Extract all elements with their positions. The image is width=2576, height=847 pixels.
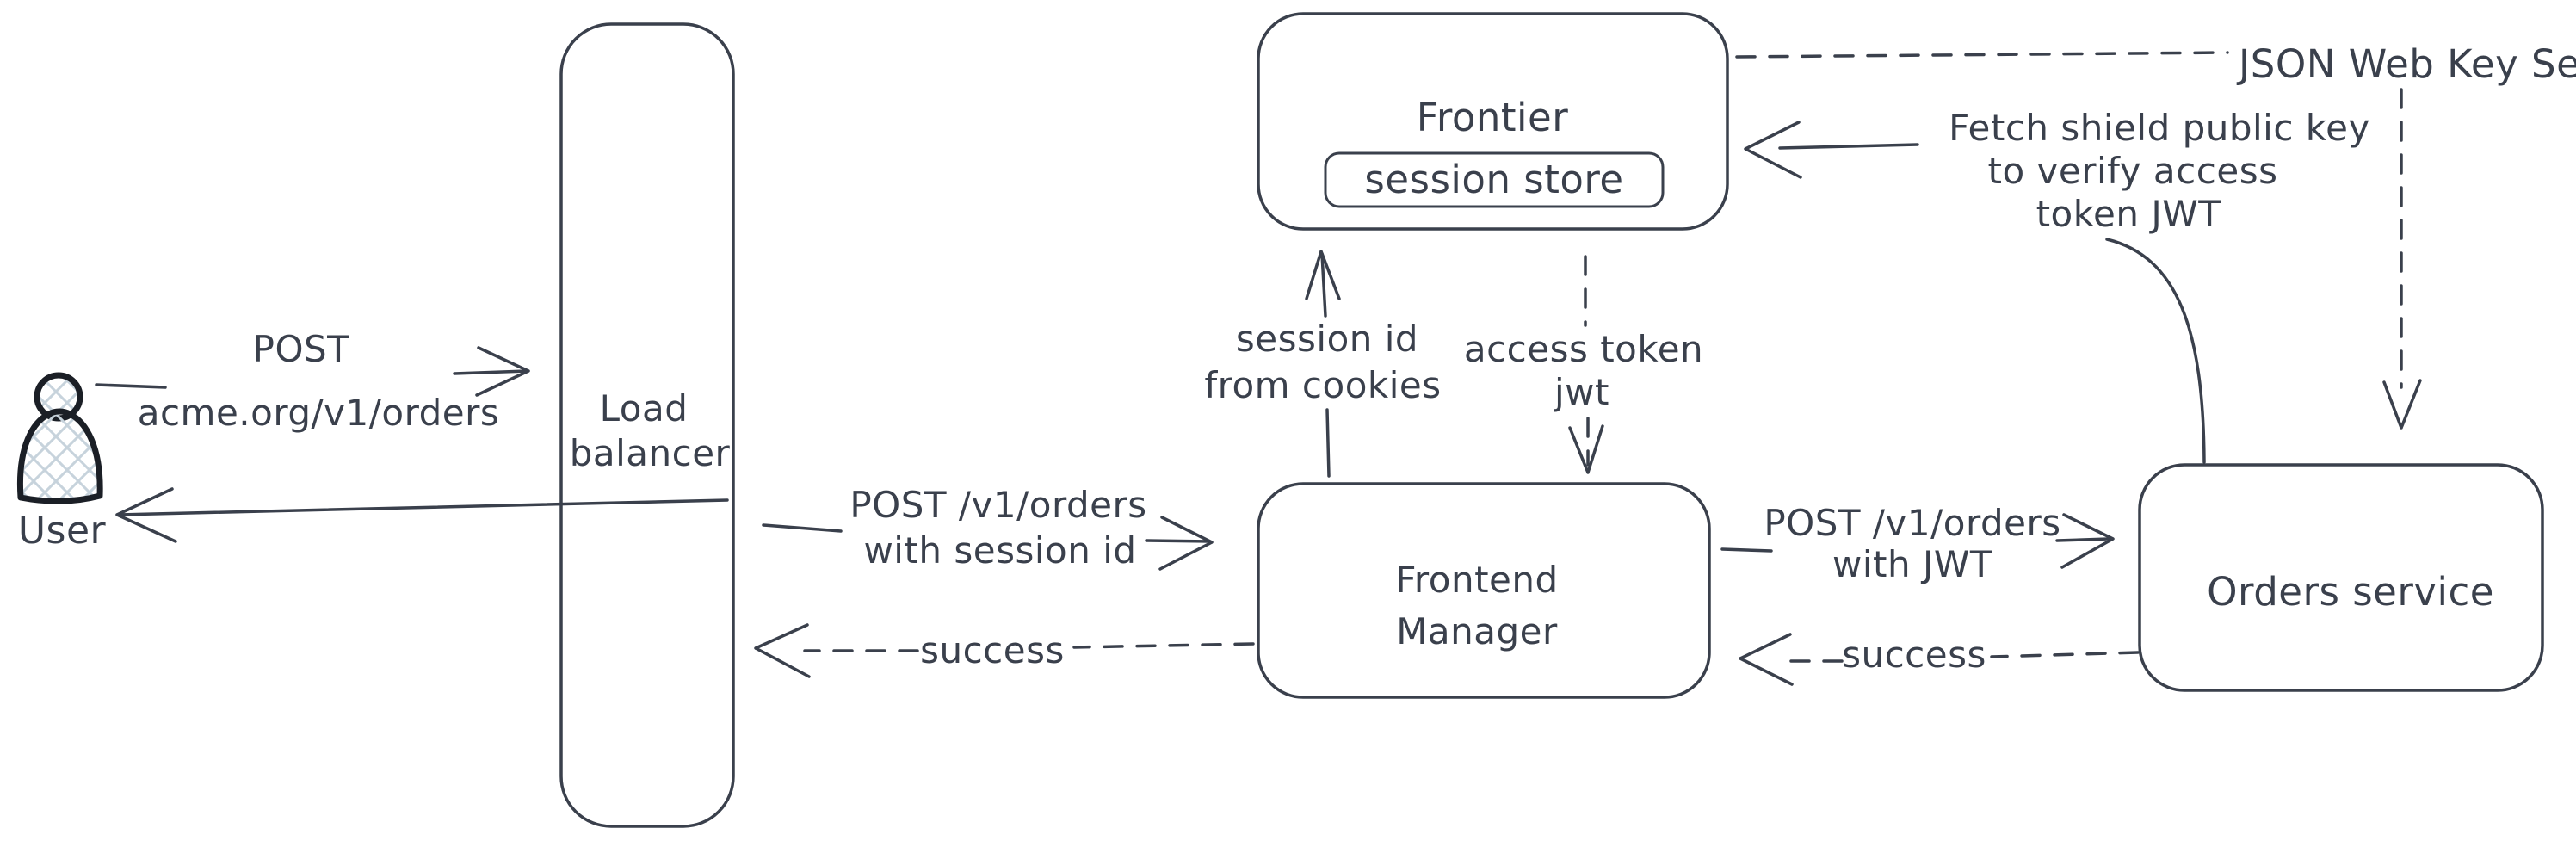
edge-label-fetch-key-line3: token JWT: [2036, 193, 2221, 235]
orders-service-label: Orders service: [2207, 569, 2494, 615]
arrow-orders-to-frontier-curve: [2105, 238, 2206, 464]
frontier-label: Frontier: [1417, 95, 1569, 140]
arrow-jwks-to-orders: [2382, 88, 2422, 430]
load-balancer-node: Load balancer: [559, 22, 735, 828]
arrow-user-to-load-balancer: POST acme.org/v1/orders: [95, 328, 530, 434]
arrow-load-balancer-to-user: [115, 487, 729, 543]
load-balancer-label-line1: Load: [600, 387, 689, 430]
arrow-frontier-to-fm-head: [1568, 424, 1604, 474]
arrow-orders-to-frontend-manager: success: [1739, 633, 2140, 686]
arrow-fm-to-frontier-head: [1305, 250, 1341, 300]
edge-label-success-right: success: [1842, 634, 1986, 676]
user-node: User: [16, 372, 107, 553]
arrow-frontend-manager-to-orders: POST /v1/orders with JWT: [1720, 502, 2115, 585]
arrow-orders-to-frontier: Fetch shield public key to verify access…: [1744, 107, 2370, 464]
edge-label-fetch-key-line2: to verify access: [1988, 150, 2278, 192]
arrow-lb-to-fm-head: [1158, 516, 1214, 571]
arrow-fm-to-orders-head: [2060, 513, 2115, 569]
frontier-node: Frontier session store: [1257, 12, 1729, 231]
arrow-frontend-manager-to-load-balancer: success: [754, 623, 1255, 678]
edge-label-access-token-line2: jwt: [1554, 371, 1609, 413]
arrow-load-balancer-to-user-head: [115, 487, 177, 543]
edge-label-session-id-line1: session id: [1236, 318, 1418, 360]
arrow-fm-to-orders-tail: [1720, 547, 1773, 553]
arrow-fm-to-orders-shaft: [2055, 537, 2110, 542]
arrow-fm-to-frontier-shaft: [1320, 252, 1327, 318]
edge-label-acme-url: acme.org/v1/orders: [138, 392, 500, 434]
arrow-load-balancer-to-frontend-manager: POST /v1/orders with session id: [762, 484, 1214, 572]
line-frontier-to-jwks: [1735, 51, 2229, 59]
line-frontier-to-jwks-dash: [1735, 51, 2229, 59]
arrow-user-to-load-balancer-head: [475, 346, 530, 397]
edge-label-post-orders-jwt-line1: POST /v1/orders: [1764, 502, 2060, 544]
arrow-frontier-to-frontend-manager: access token jwt: [1464, 255, 1703, 474]
orders-service-box: [2138, 463, 2544, 692]
arrow-orders-to-fm-head: [1739, 633, 1794, 686]
edge-label-post: POST: [253, 328, 350, 370]
user-icon-body: [16, 408, 103, 504]
frontend-manager-label-line1: Frontend: [1395, 559, 1558, 601]
load-balancer-label-line2: balancer: [570, 432, 731, 474]
arrow-orders-to-fm-dash-right: [1990, 651, 2140, 658]
arrow-orders-to-frontier-head: [1744, 121, 1802, 179]
load-balancer-box: [559, 22, 735, 828]
arrow-user-to-load-balancer-shaft: [453, 369, 528, 375]
edge-label-session-id-line2: from cookies: [1204, 364, 1441, 406]
user-label: User: [18, 509, 107, 553]
edge-label-fetch-key-line1: Fetch shield public key: [1949, 107, 2370, 149]
session-store-box: [1324, 151, 1665, 208]
arrow-fm-to-lb-dash-right: [1072, 642, 1255, 649]
arrow-user-to-load-balancer-tail: [95, 383, 167, 389]
arrow-frontend-manager-to-frontier: session id from cookies: [1204, 250, 1441, 478]
jwks-node: JSON Web Key Set: [2236, 41, 2576, 87]
arrow-jwks-to-orders-head: [2382, 379, 2422, 430]
frontend-manager-box: [1257, 482, 1711, 699]
orders-service-node: Orders service: [2138, 463, 2544, 692]
arrow-orders-to-frontier-shaft: [1778, 143, 1919, 150]
arrow-fm-to-frontier-tail: [1325, 408, 1331, 478]
arrow-load-balancer-to-user-shaft: [117, 498, 729, 516]
session-store-label: session store: [1364, 157, 1623, 202]
edge-label-post-orders-session-line1: POST /v1/orders: [849, 484, 1146, 526]
edge-label-post-orders-session-line2: with session id: [863, 529, 1136, 572]
edge-label-success-left: success: [920, 629, 1065, 671]
frontend-manager-node: Frontend Manager: [1257, 482, 1711, 699]
arrow-lb-to-fm-tail: [762, 523, 843, 533]
frontend-manager-label-line2: Manager: [1396, 610, 1558, 652]
edge-label-access-token-line1: access token: [1464, 328, 1703, 370]
jwks-label: JSON Web Key Set: [2236, 41, 2576, 87]
arrow-fm-to-lb-head: [754, 623, 811, 678]
edge-label-post-orders-jwt-line2: with JWT: [1832, 543, 1992, 585]
